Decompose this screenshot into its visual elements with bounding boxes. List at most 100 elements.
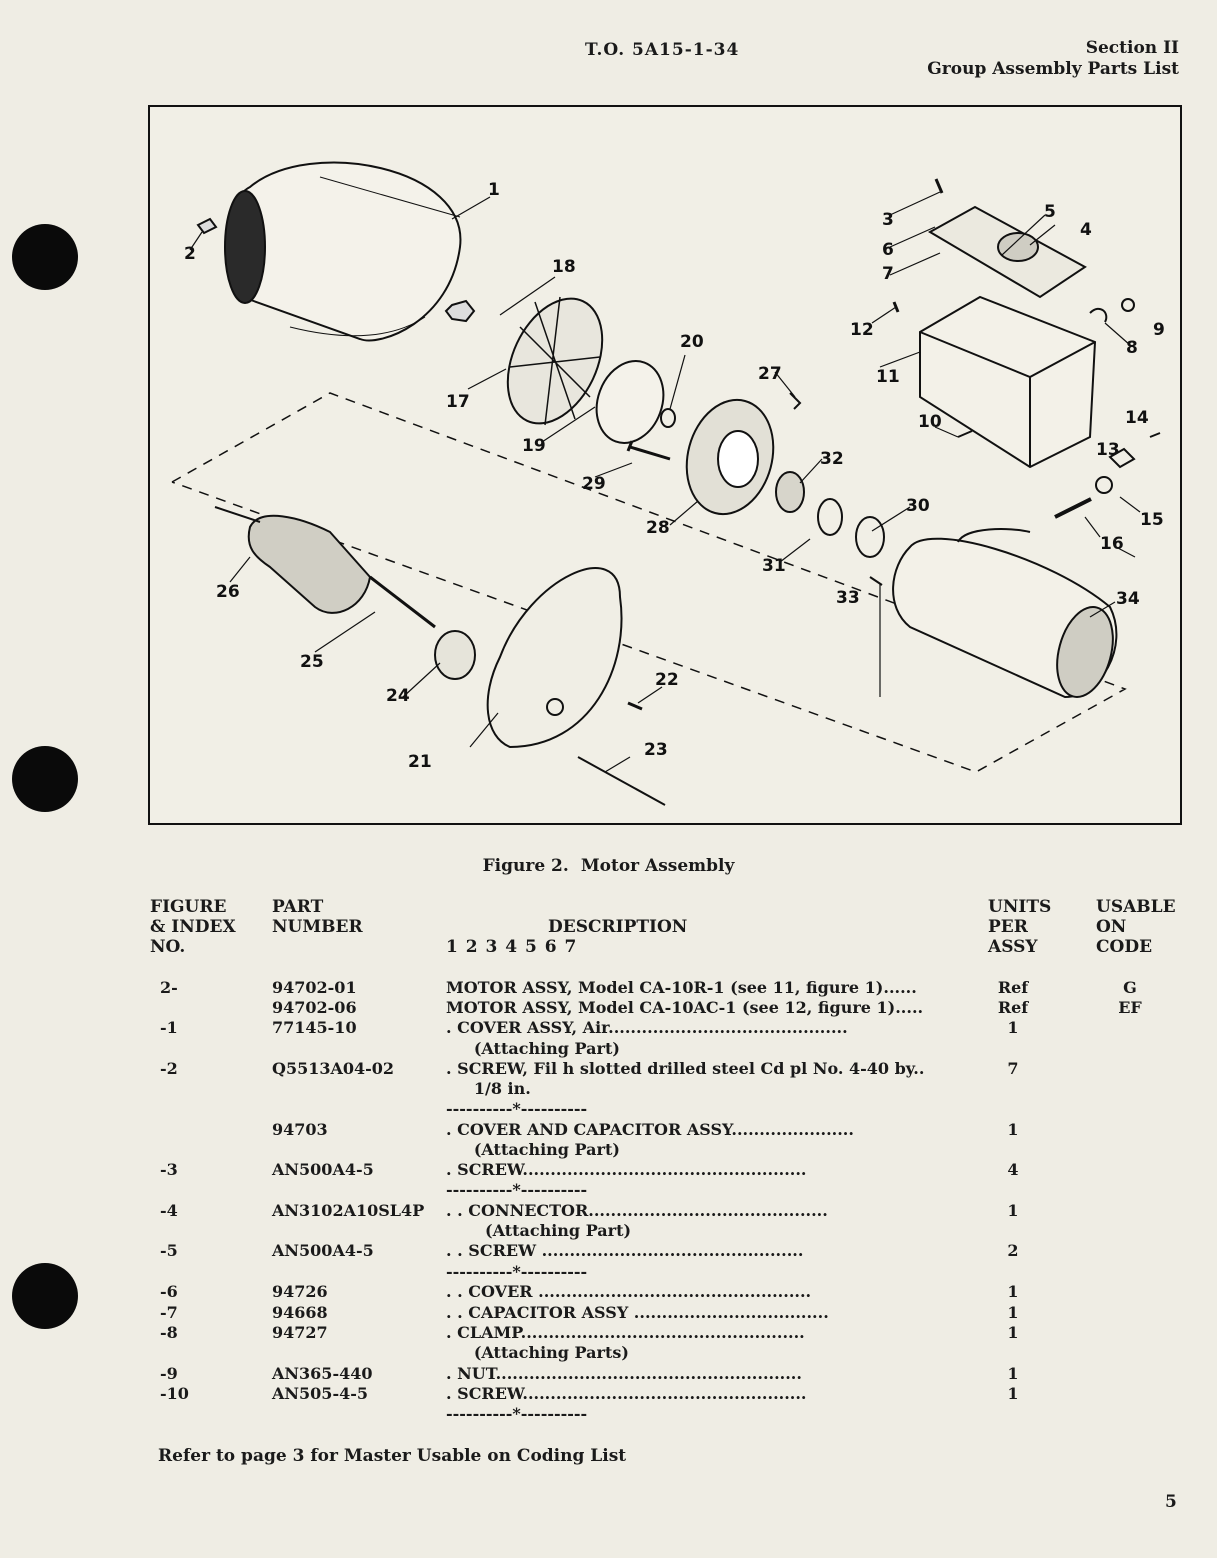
screw-14 bbox=[1149, 432, 1161, 438]
header-units-per-assy: UNITS PER ASSY bbox=[988, 897, 1051, 957]
exploded-view-figure: 1 2 3 4 5 6 7 8 9 10 11 12 13 14 15 16 1… bbox=[148, 105, 1182, 825]
units-cell: Ref bbox=[997, 978, 1029, 997]
figure-caption: Figure 2.Motor Assembly bbox=[0, 856, 1217, 876]
table-row: ----------*---------- bbox=[0, 1180, 1217, 1200]
description-cell: . . SCREW ..............................… bbox=[446, 1241, 804, 1260]
callout-18: 18 bbox=[552, 257, 576, 277]
units-cell: 2 bbox=[1007, 1241, 1019, 1260]
table-row: -4 AN3102A10SL4P . . CONNECTOR............… bbox=[0, 1201, 1217, 1221]
figure-index-cell: -6 bbox=[160, 1282, 178, 1301]
usable-code-cell: EF bbox=[1118, 998, 1142, 1017]
part-number-cell: 77145-10 bbox=[272, 1018, 357, 1037]
callout-31: 31 bbox=[762, 556, 786, 576]
description-cell: . CLAMP.................................… bbox=[446, 1323, 805, 1342]
header-line: ASSY bbox=[988, 937, 1038, 957]
part-number-cell: 94726 bbox=[272, 1282, 328, 1301]
nut-18 bbox=[444, 299, 476, 323]
callout-8: 8 bbox=[1126, 338, 1138, 358]
callout-28: 28 bbox=[646, 518, 670, 538]
callout-6: 6 bbox=[882, 240, 894, 260]
figure-index-cell: -8 bbox=[160, 1323, 178, 1342]
description-cell: ----------*---------- bbox=[446, 1180, 588, 1199]
header-line: PER bbox=[988, 917, 1028, 937]
header-line: CODE bbox=[1096, 937, 1153, 957]
header-line: FIGURE bbox=[150, 897, 227, 917]
callout-2: 2 bbox=[184, 244, 196, 264]
table-row: -1 77145-10 . COVER ASSY, Air.............… bbox=[0, 1018, 1217, 1038]
callout-29: 29 bbox=[582, 474, 606, 494]
units-cell: 1 bbox=[1007, 1201, 1019, 1220]
table-row: ----------*---------- bbox=[0, 1099, 1217, 1119]
header-usable-on-code: USABLE ON CODE bbox=[1096, 897, 1176, 957]
screw-2 bbox=[196, 217, 218, 235]
description-cell: (Attaching Part) bbox=[446, 1221, 632, 1240]
part-number-cell: AN500A4-5 bbox=[272, 1241, 374, 1260]
description-cell: . . CONNECTOR...........................… bbox=[446, 1201, 828, 1220]
screw-10 bbox=[957, 430, 973, 438]
nut-9 bbox=[1121, 298, 1135, 312]
table-row: 94703. COVER AND CAPACITOR ASSY.........… bbox=[0, 1120, 1217, 1140]
figure-index-cell: -7 bbox=[160, 1303, 178, 1322]
figure-index-cell: -1 bbox=[160, 1018, 178, 1037]
description-cell: . SCREW.................................… bbox=[446, 1384, 807, 1403]
units-cell: 1 bbox=[1007, 1323, 1019, 1342]
description-cell: . SCREW, Fil h slotted drilled steel Cd … bbox=[446, 1059, 925, 1078]
screw-23 bbox=[577, 756, 666, 806]
section-header: Section II Group Assembly Parts List bbox=[927, 38, 1179, 80]
table-row: -8 94727 . CLAMP..........................… bbox=[0, 1323, 1217, 1343]
header-indent-scale: 1 2 3 4 5 6 7 bbox=[446, 937, 578, 957]
description-cell: (Attaching Part) bbox=[446, 1140, 620, 1159]
header-line: NO. bbox=[150, 937, 186, 957]
section-title: Group Assembly Parts List bbox=[927, 59, 1179, 79]
table-row: ----------*---------- bbox=[0, 1262, 1217, 1282]
end-plate-21 bbox=[486, 567, 623, 749]
header-line: & INDEX bbox=[150, 917, 236, 937]
callout-22: 22 bbox=[655, 670, 679, 690]
snap-ring-30 bbox=[855, 516, 885, 558]
callout-3: 3 bbox=[882, 210, 894, 230]
header-figure-index: FIGURE & INDEX NO. bbox=[150, 897, 236, 957]
usable-code-cell: G bbox=[1123, 978, 1137, 997]
callout-25: 25 bbox=[300, 652, 324, 672]
binder-hole bbox=[12, 224, 78, 290]
units-cell: 1 bbox=[1007, 1364, 1019, 1383]
units-cell: 1 bbox=[1007, 1282, 1019, 1301]
units-cell: 1 bbox=[1007, 1120, 1019, 1139]
description-cell: . . COVER ..............................… bbox=[446, 1282, 812, 1301]
washer-plate-19 bbox=[595, 360, 665, 444]
callout-23: 23 bbox=[644, 740, 668, 760]
binder-hole bbox=[12, 1263, 78, 1329]
description-cell: . COVER ASSY, Air.......................… bbox=[446, 1018, 848, 1037]
part-number-cell: 94727 bbox=[272, 1323, 328, 1342]
motor-assembly-drawing: 1 2 3 4 5 6 7 8 9 10 11 12 13 14 15 16 1… bbox=[171, 161, 1165, 806]
description-cell: (Attaching Parts) bbox=[446, 1343, 629, 1362]
part-number-cell: 94702-06 bbox=[272, 998, 357, 1017]
header-line: USABLE bbox=[1096, 897, 1176, 917]
callout-26: 26 bbox=[216, 582, 240, 602]
description-cell: . NUT...................................… bbox=[446, 1364, 802, 1383]
header-description: DESCRIPTION bbox=[548, 917, 688, 937]
screw-29 bbox=[626, 440, 671, 461]
footnote: Refer to page 3 for Master Usable on Cod… bbox=[158, 1446, 627, 1466]
armature-26 bbox=[214, 506, 372, 614]
figure-index-cell: 2- bbox=[160, 978, 178, 997]
callout-12: 12 bbox=[850, 320, 874, 340]
description-cell: (Attaching Part) bbox=[446, 1039, 620, 1058]
screw-16 bbox=[1054, 497, 1092, 519]
callout-11: 11 bbox=[876, 367, 900, 387]
table-row: (Attaching Parts) bbox=[0, 1343, 1217, 1363]
part-number-cell: AN3102A10SL4P bbox=[272, 1201, 425, 1220]
binder-hole bbox=[12, 746, 78, 812]
bearing-32 bbox=[775, 471, 805, 513]
figure-index-cell: -4 bbox=[160, 1201, 178, 1220]
figure-index-cell: -10 bbox=[160, 1384, 189, 1403]
sleeve-24 bbox=[434, 630, 476, 680]
table-row: (Attaching Part) bbox=[0, 1140, 1217, 1160]
figure-caption-label: Figure 2. bbox=[482, 856, 569, 876]
case-11 bbox=[919, 295, 1097, 469]
